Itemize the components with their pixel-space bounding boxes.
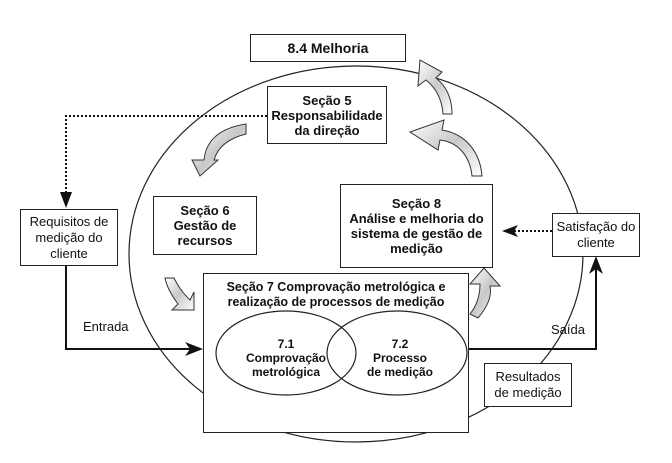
- section5-box: Seção 5 Responsabilidade da direção: [267, 86, 387, 144]
- entrada-line: [65, 266, 200, 350]
- section8-box: Seção 8 Análise e melhoria do sistema de…: [340, 184, 493, 268]
- section5-line2: Responsabilidade: [271, 107, 383, 123]
- section5-line3: da direção: [294, 122, 360, 138]
- section8-line4: medição: [390, 241, 443, 256]
- sub71-label: 7.1 Comprovação metrológica: [245, 337, 327, 379]
- saida-line: [468, 262, 597, 350]
- saida-label: Saída: [551, 322, 585, 337]
- section8-title: Seção 8: [391, 196, 442, 211]
- section6-box: Seção 6 Gestão de recursos: [153, 196, 257, 255]
- curved-arrow-7-to-8-icon: [468, 267, 502, 319]
- improvement-label: 8.4 Melhoria: [287, 39, 369, 56]
- sub72-label: 7.2 Processo de medição: [366, 337, 434, 379]
- section6-line3: recursos: [177, 233, 233, 248]
- curved-arrow-to-improvement-icon: [417, 59, 453, 115]
- satisfacao-box: Satisfação do cliente: [552, 213, 640, 257]
- section8-line3: sistema de gestão de: [350, 226, 483, 241]
- section6-title: Seção 6: [180, 203, 230, 218]
- section6-line2: Gestão de: [173, 218, 237, 233]
- section5-title: Seção 5: [302, 92, 352, 108]
- resultados-box: Resultados de medição: [484, 363, 572, 407]
- dotted-feedback-line-left: [65, 115, 267, 198]
- arrowhead-left-icon: [502, 225, 518, 237]
- entrada-label: Entrada: [83, 319, 129, 334]
- section7-title: Seção 7 Comprovação metrológica e: [226, 280, 446, 294]
- arrowhead-down-icon: [60, 192, 72, 208]
- requisitos-box: Requisitos de medição do cliente: [20, 209, 118, 266]
- curved-arrow-6-to-7-icon: [164, 277, 195, 311]
- curved-arrow-8-to-5-icon: [408, 119, 483, 177]
- section8-line2: Análise e melhoria do: [349, 211, 484, 226]
- arrowhead-right-icon: [185, 342, 203, 356]
- section7-line2: realização de processos de medição: [227, 295, 445, 309]
- arrowhead-up-icon: [589, 256, 603, 274]
- improvement-box: 8.4 Melhoria: [250, 34, 406, 62]
- curved-arrow-5-to-6-icon: [191, 123, 247, 177]
